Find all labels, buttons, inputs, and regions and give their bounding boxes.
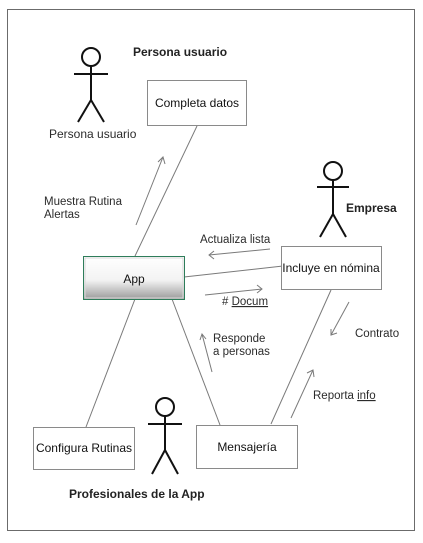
label-muestra-rutina: Muestra Rutina bbox=[44, 196, 123, 208]
node-app-label: App bbox=[123, 272, 145, 286]
actor-profesionales-icon bbox=[148, 397, 182, 475]
actor-persona-usuario-icon bbox=[74, 47, 108, 123]
label-info-word: info bbox=[357, 390, 376, 402]
label-docum-word: Docum bbox=[232, 296, 268, 308]
arrows bbox=[135, 156, 350, 419]
actor-empresa-icon bbox=[317, 161, 349, 238]
label-actualiza-lista: Actualiza lista bbox=[200, 234, 271, 246]
node-configura-rutinas-label: Configura Rutinas bbox=[36, 441, 132, 455]
outer-frame bbox=[7, 9, 415, 531]
node-mensajeria-label: Mensajería bbox=[217, 440, 277, 454]
actor-profesionales-label: Profesionales de la App bbox=[69, 487, 205, 501]
label-contrato: Contrato bbox=[355, 328, 399, 340]
label-reporta-info: Reporta info bbox=[313, 390, 376, 402]
node-mensajeria[interactable]: Mensajería bbox=[196, 425, 298, 469]
actor-persona-usuario-label: Persona usuario bbox=[49, 127, 137, 141]
label-responde: Responde bbox=[213, 333, 265, 345]
node-completa-datos[interactable]: Completa datos bbox=[147, 80, 247, 126]
actor-empresa-label: Empresa bbox=[346, 201, 397, 215]
page-title: Persona usuario bbox=[133, 45, 227, 59]
node-incluye-nomina[interactable]: Incluye en nómina bbox=[281, 246, 382, 290]
label-alertas: Alertas bbox=[44, 209, 80, 221]
node-completa-datos-label: Completa datos bbox=[155, 96, 239, 110]
label-a-personas: a personas bbox=[213, 346, 270, 358]
label-docum: # Docum bbox=[222, 296, 268, 308]
node-configura-rutinas[interactable]: Configura Rutinas bbox=[33, 427, 135, 470]
connections bbox=[85, 125, 332, 428]
node-incluye-nomina-label: Incluye en nómina bbox=[282, 261, 380, 275]
node-app[interactable]: App bbox=[83, 256, 185, 300]
